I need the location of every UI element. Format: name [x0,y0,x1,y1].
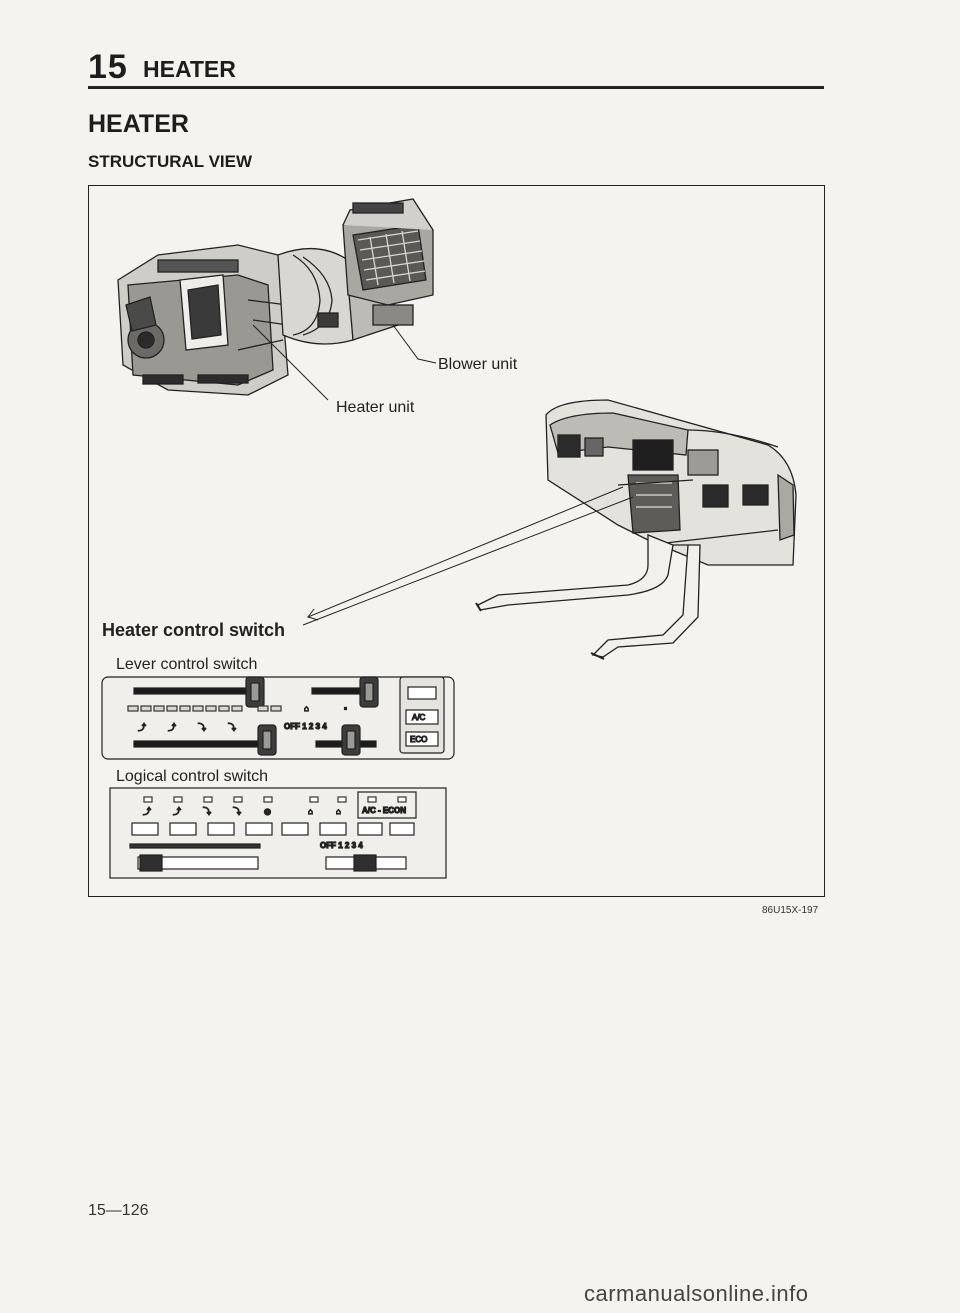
svg-text:▫: ▫ [344,704,347,713]
chapter-title: HEATER [143,56,236,82]
structural-view-figure: ⤴ ⤴ ⤵ ⤵ ⌂ ▫ OFF 1 2 3 4 A/C ECO A/C - ECON … [101,198,797,879]
lever-fan-scale: OFF 1 2 3 4 [284,722,327,731]
lever-control-switch-label: Lever control switch [116,656,258,673]
blower-unit-label: Blower unit [438,356,518,373]
figure-frame [88,185,825,897]
lever-control-panel: ⤴ ⤴ ⤵ ⤵ ⌂ ▫ OFF 1 2 3 4 A/C ECO [101,676,455,760]
logical-control-switch-label: Logical control switch [116,768,269,785]
svg-text:⤵: ⤵ [228,723,236,732]
page-number: 15—126 [88,1202,149,1219]
heater-control-switch-label: Heater control switch [102,620,286,640]
svg-text:⤴: ⤴ [168,722,176,732]
svg-text:⌂: ⌂ [304,704,309,713]
watermark: carmanualsonline.info [584,1281,809,1306]
figure-code: 86U15X-197 [762,905,819,916]
ac-button-label: A/C [412,713,426,722]
leader-lines [252,324,634,626]
svg-text:⤴: ⤴ [143,806,151,816]
logical-control-panel: A/C - ECON ⤴ ⤴ ⤵ ⤵ ◎ ⌂ ⌂ OFF 1 2 3 4 [109,787,447,879]
logical-fan-scale: OFF 1 2 3 4 [320,841,363,850]
section-title: HEATER [88,110,189,138]
svg-text:◎: ◎ [264,807,271,816]
svg-text:⤵: ⤵ [203,807,211,816]
svg-text:⌂: ⌂ [308,807,313,816]
heater-assembly-drawing [117,198,434,396]
svg-text:⤵: ⤵ [233,807,241,816]
heater-unit-label: Heater unit [336,399,415,416]
svg-text:⤴: ⤴ [138,722,146,732]
dashboard-drawing [475,399,797,660]
svg-text:⌂: ⌂ [336,807,341,816]
ac-econ-label: A/C - ECON [362,806,406,815]
chapter-number: 15 [88,48,128,86]
header-rule [88,86,824,89]
svg-text:⤴: ⤴ [173,806,181,816]
subsection-title: STRUCTURAL VIEW [88,152,253,171]
eco-button-label: ECO [410,735,427,744]
svg-text:⤵: ⤵ [198,723,206,732]
